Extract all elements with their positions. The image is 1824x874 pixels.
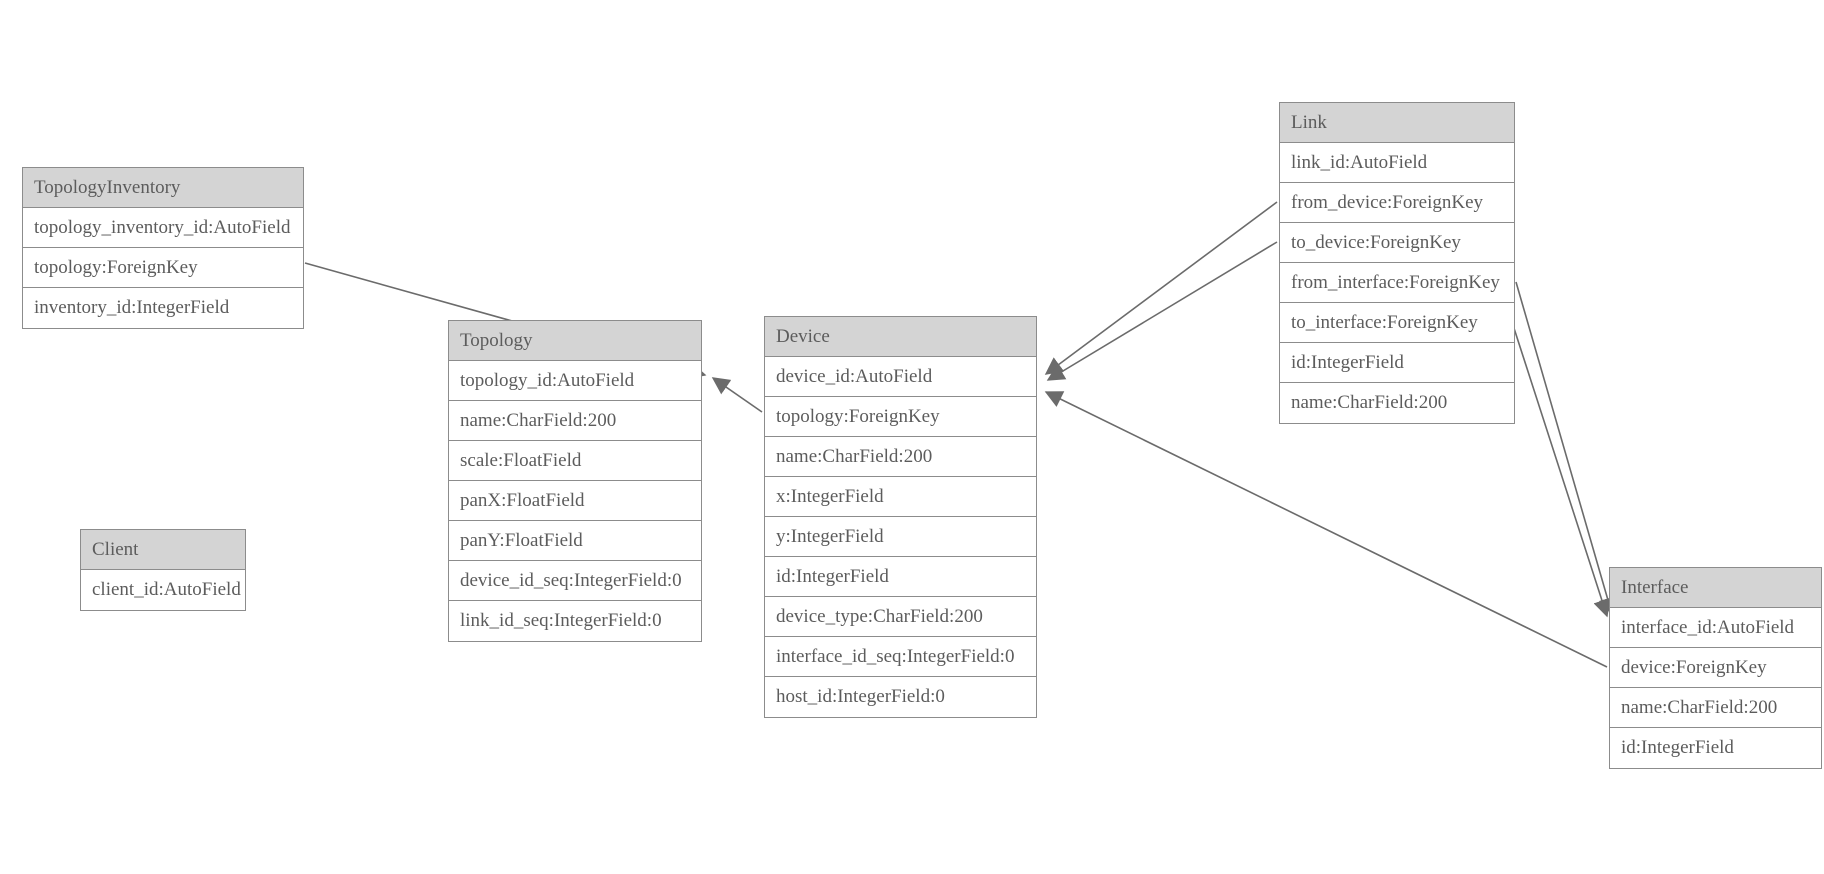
entity-field[interactable]: link_id_seq:IntegerField:0 [460,610,662,631]
entity-field[interactable]: from_interface:ForeignKey [1280,263,1514,303]
entity-field[interactable]: x:IntegerField [765,477,1036,517]
entity-field[interactable]: panX:FloatField [449,481,701,521]
entity-topology-inventory[interactable]: TopologyInventory topology_inventory_id:… [22,167,304,329]
edge-link-to_interface [1511,321,1611,618]
entity-field[interactable]: id:IntegerField [765,557,1036,597]
entity-field-list: topology_id:AutoField name:CharField:200… [449,361,701,641]
entity-field[interactable]: client_id:AutoField [92,579,241,600]
entity-title: Link [1280,103,1514,143]
entity-field[interactable]: name:CharField:200 [1610,688,1821,728]
edge-link-from_device [1044,201,1278,375]
entity-title: TopologyInventory [23,168,303,208]
entity-title: Topology [449,321,701,361]
entity-title: Client [81,530,245,570]
entity-field[interactable]: inventory_id:IntegerField [34,297,230,318]
entity-field[interactable]: device_id:AutoField [765,357,1036,397]
entity-field-list: device_id:AutoField topology:ForeignKey … [765,357,1036,717]
edge-device-topology [711,377,763,413]
entity-field-list: link_id:AutoField from_device:ForeignKey… [1280,143,1514,423]
entity-title: Device [765,317,1036,357]
entity-field[interactable]: name:CharField:200 [449,401,701,441]
entity-field[interactable]: device:ForeignKey [1610,648,1821,688]
entity-field[interactable]: topology_inventory_id:AutoField [23,208,303,248]
entity-field[interactable]: y:IntegerField [765,517,1036,557]
entity-field[interactable]: to_interface:ForeignKey [1280,303,1514,343]
entity-topology[interactable]: Topology topology_id:AutoField name:Char… [448,320,702,642]
entity-field[interactable]: topology:ForeignKey [765,397,1036,437]
entity-title: Interface [1610,568,1821,608]
edge-link-to_device [1046,241,1278,381]
entity-field[interactable]: panY:FloatField [449,521,701,561]
entity-field[interactable]: to_device:ForeignKey [1280,223,1514,263]
entity-field[interactable]: device_type:CharField:200 [765,597,1036,637]
edge-interface-device [1044,391,1608,668]
entity-client[interactable]: Client client_id:AutoField [80,529,246,611]
entity-field[interactable]: scale:FloatField [449,441,701,481]
entity-field[interactable]: interface_id_seq:IntegerField:0 [765,637,1036,677]
entity-field[interactable]: device_id_seq:IntegerField:0 [449,561,701,601]
edge-link-from_interface [1515,281,1616,616]
entity-field[interactable]: host_id:IntegerField:0 [776,686,945,707]
entity-field-list: client_id:AutoField [81,570,245,610]
entity-field[interactable]: topology_id:AutoField [449,361,701,401]
entity-field[interactable]: name:CharField:200 [765,437,1036,477]
entity-field[interactable]: name:CharField:200 [1291,392,1448,413]
entity-field[interactable]: id:IntegerField [1621,737,1734,758]
entity-field[interactable]: topology:ForeignKey [23,248,303,288]
entity-field[interactable]: id:IntegerField [1280,343,1514,383]
entity-device[interactable]: Device device_id:AutoField topology:Fore… [764,316,1037,718]
entity-field[interactable]: link_id:AutoField [1280,143,1514,183]
entity-field-list: topology_inventory_id:AutoField topology… [23,208,303,328]
entity-field[interactable]: interface_id:AutoField [1610,608,1821,648]
entity-field-list: interface_id:AutoField device:ForeignKey… [1610,608,1821,768]
entity-interface[interactable]: Interface interface_id:AutoField device:… [1609,567,1822,769]
entity-link[interactable]: Link link_id:AutoField from_device:Forei… [1279,102,1515,424]
entity-field[interactable]: from_device:ForeignKey [1280,183,1514,223]
